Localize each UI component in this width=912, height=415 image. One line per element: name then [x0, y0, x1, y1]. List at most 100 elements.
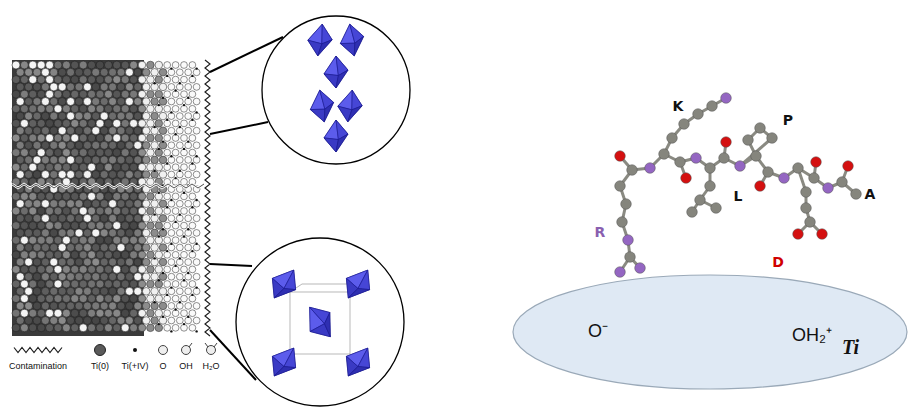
- surface-atom: [189, 222, 196, 229]
- surface-atom: [172, 310, 179, 317]
- surface-atom: [41, 302, 49, 310]
- legend-text: H₂O: [203, 361, 220, 371]
- surface-atom: [71, 90, 79, 98]
- surface-atom: [189, 76, 196, 83]
- atom-ball: [659, 149, 670, 160]
- surface-atom: [155, 309, 163, 317]
- surface-atom: [138, 193, 146, 201]
- rutile-octahedra: [272, 270, 369, 376]
- surface-atom: [117, 287, 125, 295]
- ti-ion: [158, 104, 160, 106]
- octahedron-face: [324, 312, 330, 336]
- surface-atom: [164, 208, 171, 215]
- peptide-model: [615, 93, 862, 278]
- surface-atom: [88, 236, 96, 244]
- surface-atom: [62, 207, 70, 215]
- surface-atom: [172, 76, 179, 83]
- surface-atom: [41, 229, 49, 237]
- surface-atom: [142, 302, 150, 310]
- surface-atom: [130, 295, 138, 303]
- surface-atom: [58, 258, 66, 266]
- surface-atom: [168, 288, 175, 295]
- surface-atom: [113, 61, 121, 69]
- surface-atom: [117, 200, 125, 208]
- surface-atom: [92, 244, 100, 252]
- surface-atom: [75, 156, 83, 164]
- surface-atom: [71, 295, 79, 303]
- surface-atom: [46, 90, 54, 98]
- surface-atom: [67, 214, 75, 222]
- surface-atom: [62, 76, 70, 84]
- atom-ball: [705, 163, 716, 174]
- surface-atom: [79, 207, 87, 215]
- surface-atom: [67, 302, 75, 310]
- octahedron-face: [310, 307, 331, 336]
- ellipse-shape: [513, 275, 907, 389]
- atom-ball: [711, 203, 722, 214]
- surface-atom: [113, 149, 121, 157]
- surface-atom: [75, 171, 83, 179]
- surface-atom: [46, 119, 54, 127]
- surface-atom: [142, 83, 150, 91]
- surface-atom: [176, 98, 183, 105]
- surface-atom: [62, 222, 70, 230]
- ti-ion: [191, 294, 193, 296]
- surface-atom: [155, 207, 163, 215]
- surface-atom: [12, 280, 20, 288]
- surface-atom: [20, 309, 28, 317]
- surface-atom: [117, 258, 125, 266]
- ti-ion: [187, 272, 189, 274]
- surface-atom: [117, 317, 125, 325]
- surface-atom: [193, 84, 200, 91]
- atom-ball: [707, 101, 718, 112]
- legend-text: Contamination: [9, 361, 67, 371]
- surface-atom: [159, 156, 167, 164]
- surface-atom: [92, 302, 100, 310]
- surface-atom: [16, 302, 24, 310]
- surface-atom: [193, 200, 200, 207]
- surface-atom: [83, 200, 91, 208]
- surface-atom: [138, 76, 146, 84]
- legend-text: OH: [179, 361, 193, 371]
- surface-atom: [125, 287, 133, 295]
- surface-atom: [83, 302, 91, 310]
- surface-atom: [58, 244, 66, 252]
- legend-text: O: [159, 361, 166, 371]
- surface-atom: [176, 244, 183, 251]
- atom-ball: [615, 267, 626, 278]
- surface-atom: [67, 141, 75, 149]
- surface-atom: [41, 83, 49, 91]
- octahedron: [272, 348, 295, 376]
- surface-atom: [16, 244, 24, 252]
- surface-atom: [125, 273, 133, 281]
- surface-atom: [185, 171, 192, 178]
- surface-atom: [172, 149, 179, 156]
- surface-atom: [29, 119, 37, 127]
- legend-text: Ti(+IV): [122, 361, 149, 371]
- octahedron-face: [346, 270, 369, 298]
- surface-atom: [37, 236, 45, 244]
- surface-atom: [117, 112, 125, 120]
- surface-atom: [121, 265, 129, 273]
- surface-atom: [155, 295, 163, 303]
- surface-atom: [88, 90, 96, 98]
- surface-atom: [88, 134, 96, 142]
- atom-ball: [755, 181, 766, 192]
- ti-ion: [174, 89, 176, 91]
- surface-atom: [83, 141, 91, 149]
- surface-atom: [12, 236, 20, 244]
- surface-atom: [125, 127, 133, 135]
- surface-atom: [172, 62, 179, 69]
- contamination-line: [205, 60, 210, 336]
- atom-ball: [809, 173, 820, 184]
- surface-atom: [109, 258, 117, 266]
- surface-atom: [172, 135, 179, 142]
- surface-atom: [117, 229, 125, 237]
- surface-atom: [75, 244, 83, 252]
- surface-atom: [155, 251, 163, 259]
- surface-atom: [75, 229, 83, 237]
- surface-atom: [185, 98, 192, 105]
- surface-atom: [50, 127, 58, 135]
- surface-atom: [164, 164, 171, 171]
